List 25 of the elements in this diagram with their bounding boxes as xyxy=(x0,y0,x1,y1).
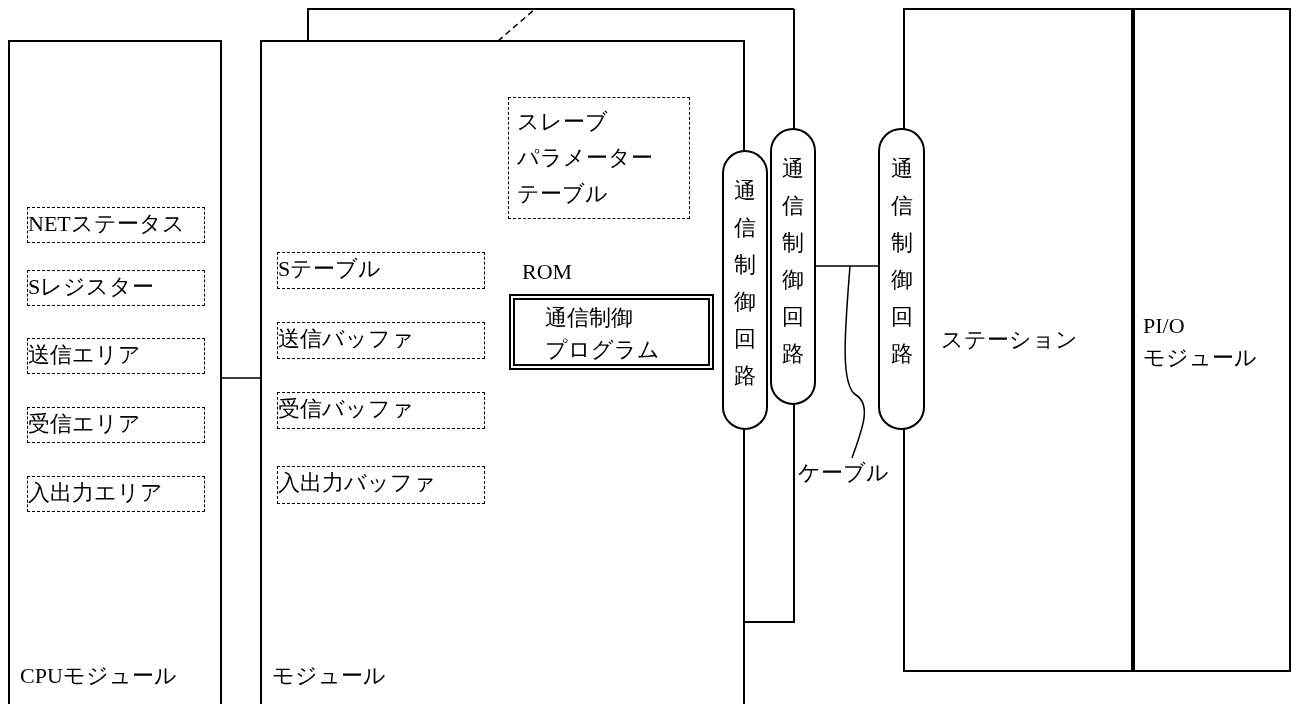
memory-area-box: 受信エリア xyxy=(27,407,205,443)
memory-area-box: 入出力バッファ xyxy=(277,466,485,504)
module-box xyxy=(1133,8,1291,672)
memory-area-box: 受信バッファ xyxy=(277,392,485,429)
module-box xyxy=(8,40,222,704)
circuit-capsule: 通信制御回路 xyxy=(878,128,925,430)
circuit-capsule: 通信制御回路 xyxy=(722,150,768,430)
memory-area-box: Sレジスター xyxy=(27,270,205,306)
connector-line xyxy=(815,265,879,267)
leader-line xyxy=(844,265,866,459)
memory-area-box: Sテーブル xyxy=(277,252,485,289)
module-label: モジュール xyxy=(272,662,386,690)
program-box: 通信制御プログラム xyxy=(509,294,714,370)
memory-area-box: 入出力エリア xyxy=(27,476,205,512)
memory-area-box: 送信バッファ xyxy=(277,322,485,359)
circuit-capsule: 通信制御回路 xyxy=(770,128,816,405)
memory-area-box: NETステータス xyxy=(27,207,205,243)
module-label: PI/O モジュール xyxy=(1143,312,1258,372)
table-box: スレーブパラメーターテーブル xyxy=(508,97,690,219)
module-label: ステーション xyxy=(941,326,1078,354)
cable-label: ケーブル xyxy=(798,458,890,488)
rom-label: ROM xyxy=(522,258,573,286)
memory-area-box: 送信エリア xyxy=(27,338,205,374)
module-label: CPUモジュール xyxy=(20,662,177,690)
connector-line xyxy=(221,377,261,379)
